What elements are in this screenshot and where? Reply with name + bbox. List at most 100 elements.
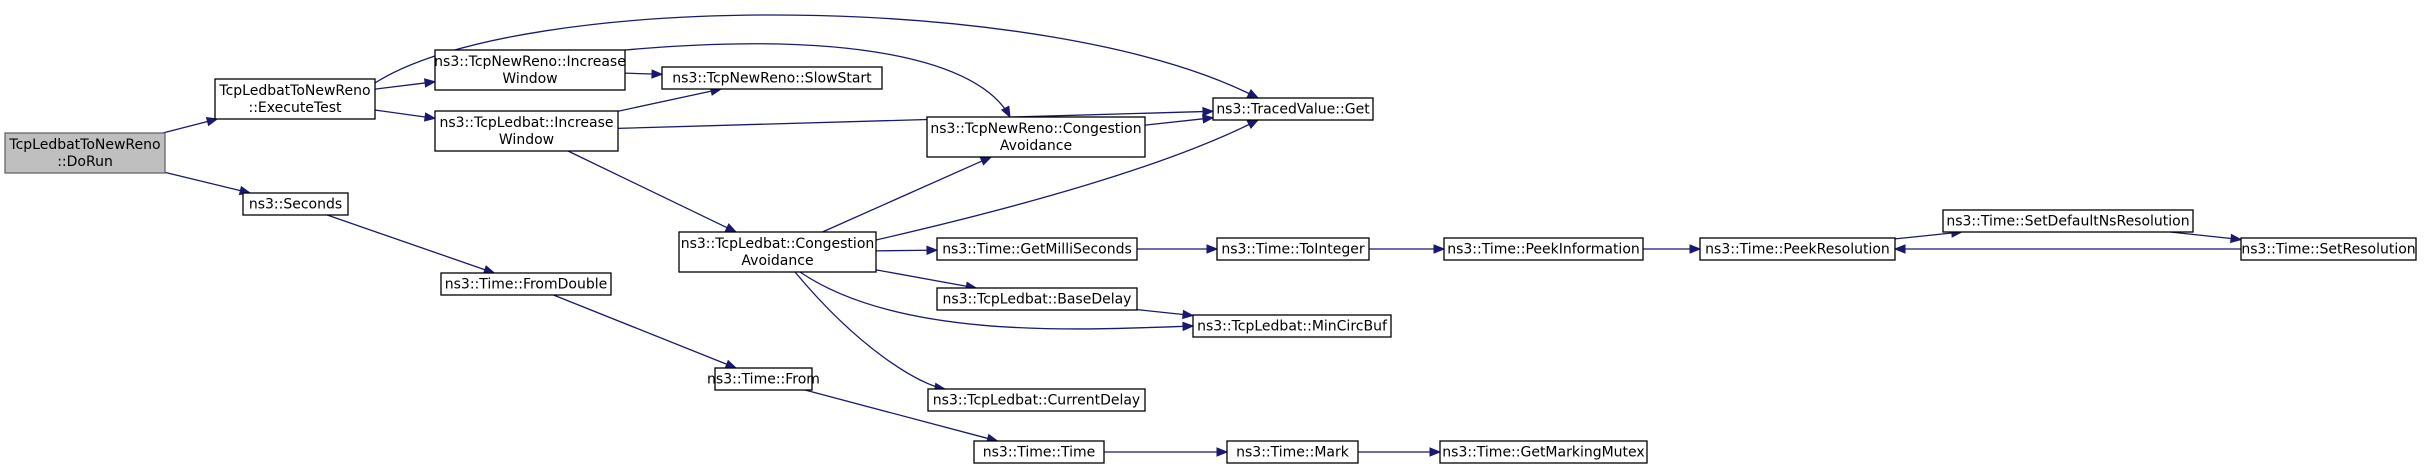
function-node-label: ns3::Time::GetMarkingMutex bbox=[1442, 445, 1644, 461]
function-node-setdefault[interactable]: ns3::Time::SetDefaultNsResolution bbox=[1942, 209, 2194, 233]
function-node-box bbox=[1192, 314, 1392, 338]
arrow-head-icon bbox=[1689, 244, 1702, 254]
call-edge-line bbox=[799, 271, 1194, 330]
function-node-dorun[interactable]: TcpLedbatToNewReno::DoRun bbox=[4, 132, 166, 174]
call-edge-line bbox=[624, 43, 1011, 118]
call-edge-line bbox=[617, 90, 712, 112]
call-edge bbox=[1104, 447, 1229, 457]
function-node-box bbox=[1439, 440, 1648, 464]
call-edge-line bbox=[326, 214, 486, 271]
function-node-box bbox=[2240, 237, 2417, 261]
call-edge bbox=[374, 78, 437, 90]
function-node-label: ns3::Time::PeekInformation bbox=[1447, 242, 1640, 258]
function-node-label: ns3::TracedValue::Get bbox=[1216, 102, 1370, 118]
function-node-box bbox=[926, 116, 1146, 158]
function-node-label: ns3::TcpLedbat::MinCircBuf bbox=[1197, 319, 1388, 335]
function-node-label: ns3::TcpLedbat::BaseDelay bbox=[943, 292, 1132, 308]
call-edge-line bbox=[553, 294, 727, 365]
function-node-tracedget[interactable]: ns3::TracedValue::Get bbox=[1212, 97, 1374, 121]
function-node-mincircbuf[interactable]: ns3::TcpLedbat::MinCircBuf bbox=[1192, 314, 1392, 338]
function-node-currentdelay[interactable]: ns3::TcpLedbat::CurrentDelay bbox=[927, 388, 1146, 412]
arrow-head-icon bbox=[724, 359, 738, 369]
function-node-label: ns3::Time::Time bbox=[983, 445, 1095, 461]
function-node-label: ns3::TcpLedbat::Increase bbox=[440, 115, 614, 131]
call-edge-line bbox=[567, 150, 728, 229]
function-node-label: ::ExecuteTest bbox=[249, 100, 343, 116]
function-node-tointeger[interactable]: ns3::Time::ToInteger bbox=[1216, 237, 1370, 261]
function-node-label: TcpLedbatToNewReno bbox=[218, 83, 370, 99]
function-node-getmutex[interactable]: ns3::Time::GetMarkingMutex bbox=[1439, 440, 1648, 464]
function-node-box bbox=[1699, 237, 1896, 261]
function-node-label: ns3::Time::Mark bbox=[1236, 445, 1350, 461]
function-node-label: ns3::Time::FromDouble bbox=[445, 277, 608, 293]
call-edge-line bbox=[164, 171, 241, 192]
function-node-box bbox=[242, 192, 349, 216]
function-node-label: ns3::Time::ToInteger bbox=[1221, 242, 1365, 258]
function-node-label: ::DoRun bbox=[57, 154, 113, 170]
arrow-head-icon bbox=[1202, 106, 1215, 117]
call-edge bbox=[1136, 308, 1195, 320]
call-edge bbox=[1643, 244, 1702, 254]
function-node-from[interactable]: ns3::Time::From bbox=[707, 367, 820, 391]
arrow-head-icon bbox=[1000, 105, 1011, 119]
arrow-head-icon bbox=[1433, 244, 1446, 254]
function-node-peekres[interactable]: ns3::Time::PeekResolution bbox=[1699, 237, 1896, 261]
function-node-box bbox=[434, 49, 626, 91]
function-node-box bbox=[1226, 440, 1359, 464]
function-node-box bbox=[214, 78, 376, 120]
call-edge bbox=[624, 43, 1011, 119]
call-edge-line bbox=[875, 269, 967, 287]
call-edge-line bbox=[875, 249, 928, 252]
function-node-execute[interactable]: TcpLedbatToNewReno::ExecuteTest bbox=[214, 78, 376, 120]
arrow-head-icon bbox=[979, 156, 993, 166]
arrow-head-icon bbox=[651, 69, 664, 79]
function-node-box bbox=[714, 367, 813, 391]
call-edge-line bbox=[374, 82, 426, 90]
function-node-label: ns3::Seconds bbox=[249, 197, 342, 213]
call-edge bbox=[567, 150, 738, 233]
call-edge-line bbox=[617, 110, 1204, 130]
call-edge-line bbox=[804, 389, 988, 440]
function-node-seconds[interactable]: ns3::Seconds bbox=[242, 192, 349, 216]
call-edge bbox=[617, 106, 1215, 130]
function-node-label: ns3::TcpNewReno::Increase bbox=[434, 54, 626, 70]
function-node-box bbox=[434, 110, 619, 152]
arrow-head-icon bbox=[1893, 244, 1906, 254]
call-edge bbox=[822, 156, 993, 233]
call-edge-line bbox=[374, 14, 1259, 99]
call-edge bbox=[799, 271, 1195, 332]
function-node-mark[interactable]: ns3::Time::Mark bbox=[1226, 440, 1359, 464]
function-node-box bbox=[936, 237, 1138, 261]
function-node-box bbox=[661, 66, 883, 90]
function-node-box bbox=[936, 287, 1138, 311]
function-node-label: ns3::Time::SetResolution bbox=[2241, 242, 2415, 258]
arrow-head-icon bbox=[1246, 119, 1260, 130]
function-node-slowstart[interactable]: ns3::TcpNewReno::SlowStart bbox=[661, 66, 883, 90]
function-node-basedelay[interactable]: ns3::TcpLedbat::BaseDelay bbox=[936, 287, 1138, 311]
function-node-box bbox=[440, 272, 612, 296]
arrow-head-icon bbox=[1182, 309, 1195, 320]
function-node-label: ns3::Time::PeekResolution bbox=[1705, 242, 1890, 258]
function-node-box bbox=[1216, 237, 1370, 261]
function-node-label: ns3::TcpLedbat::Congestion bbox=[681, 236, 875, 252]
function-node-label: TcpLedbatToNewReno bbox=[8, 137, 160, 153]
call-edge-line bbox=[822, 160, 983, 233]
function-node-fromdouble[interactable]: ns3::Time::FromDouble bbox=[440, 272, 612, 296]
call-edge bbox=[2170, 231, 2243, 244]
function-node-getmilli[interactable]: ns3::Time::GetMilliSeconds bbox=[936, 237, 1138, 261]
function-node-peekinfo[interactable]: ns3::Time::PeekInformation bbox=[1443, 237, 1644, 261]
function-node-setres[interactable]: ns3::Time::SetResolution bbox=[2240, 237, 2417, 261]
call-edge-line bbox=[374, 109, 426, 118]
function-node-time[interactable]: ns3::Time::Time bbox=[973, 440, 1105, 464]
function-node-label: Window bbox=[499, 132, 554, 148]
call-edge-line bbox=[624, 72, 653, 75]
function-node-box bbox=[1443, 237, 1644, 261]
call-edge-line bbox=[1144, 118, 1204, 126]
call-edge bbox=[553, 294, 738, 369]
call-edge-line bbox=[875, 119, 1259, 241]
